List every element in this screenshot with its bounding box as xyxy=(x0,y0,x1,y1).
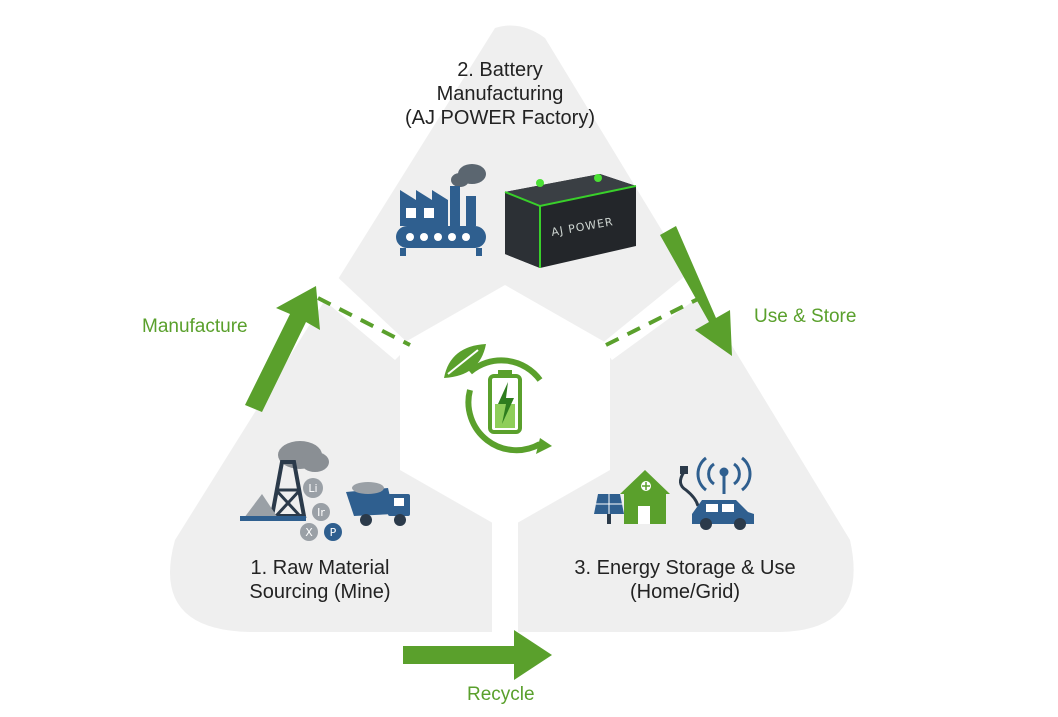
use-store-arrow-label: Use & Store xyxy=(754,306,857,327)
element-symbols: Li Ir X P xyxy=(300,478,342,541)
recycle-battery-icon xyxy=(444,344,552,454)
manufacture-arrow-label: Manufacture xyxy=(142,316,248,337)
dump-truck-icon xyxy=(346,482,410,526)
svg-text:Li: Li xyxy=(308,482,317,495)
electric-car-icon xyxy=(692,500,754,530)
plug-icon xyxy=(680,466,688,474)
factory-icon xyxy=(396,164,486,256)
step-storage-use-label: 3. Energy Storage & Use (Home/Grid) xyxy=(574,557,796,603)
battery-icon: AJ POWER xyxy=(504,174,637,268)
use-store-arrow xyxy=(660,226,732,356)
dashed-connectors xyxy=(317,296,701,347)
mine-icon: Li Ir X P xyxy=(240,441,342,541)
recycle-arrow xyxy=(403,630,552,680)
charging-cable-icon xyxy=(679,471,700,507)
manufacture-arrow xyxy=(245,286,320,412)
signal-tower-icon xyxy=(696,456,752,494)
svg-text:X: X xyxy=(305,526,313,539)
svg-text:P: P xyxy=(330,526,337,539)
step-manufacturing-label: 2. Battery Manufacturing (AJ POWER Facto… xyxy=(404,59,595,129)
step-raw-material-label: 1. Raw Material Sourcing (Mine) xyxy=(249,557,391,603)
solar-panel-icon xyxy=(594,494,624,524)
house-icon xyxy=(620,470,670,524)
recycle-arrow-label: Recycle xyxy=(467,684,535,705)
svg-text:Ir: Ir xyxy=(317,506,325,519)
